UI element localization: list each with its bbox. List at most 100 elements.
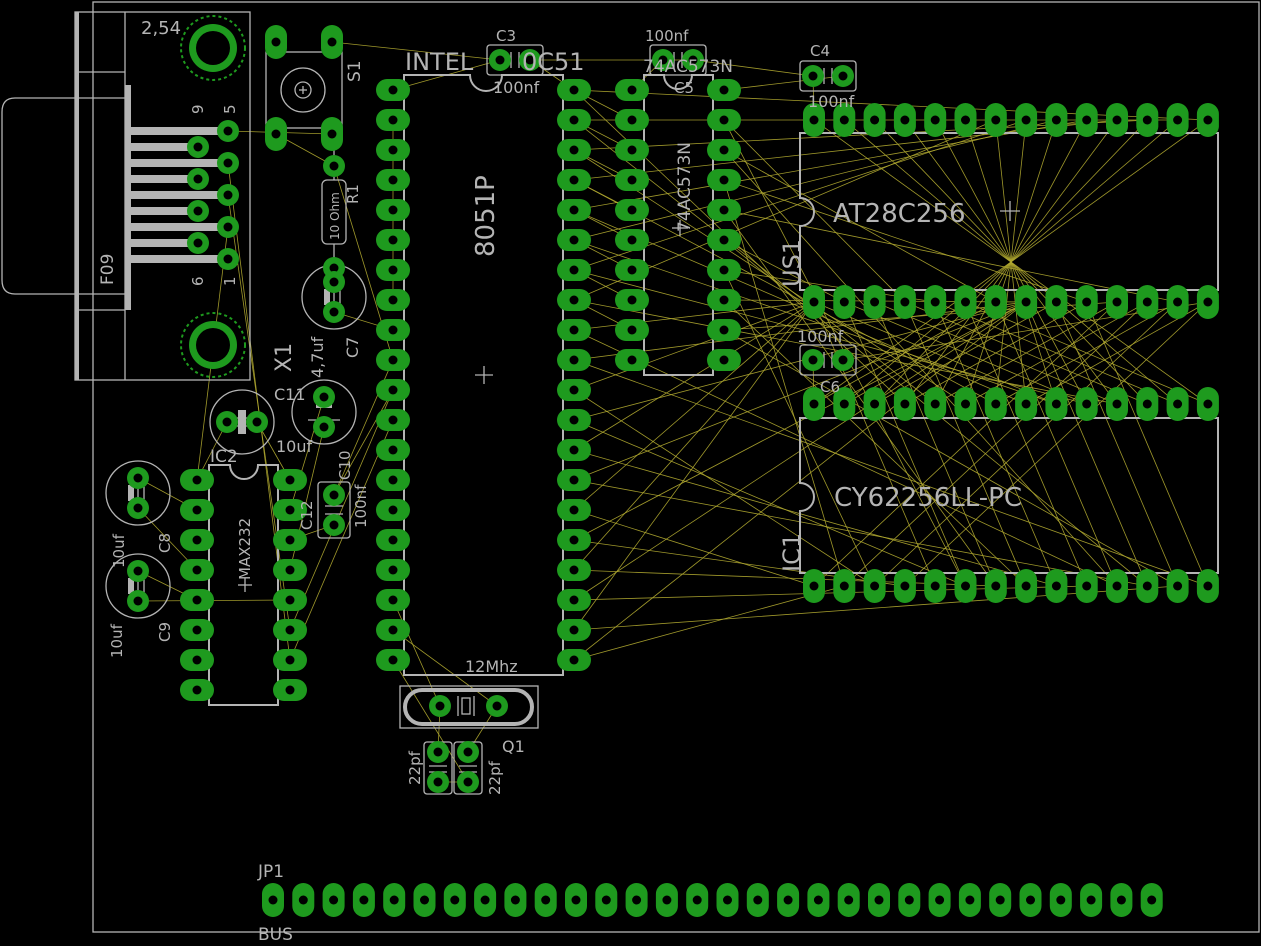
mcu-pin-pad bbox=[376, 139, 410, 161]
header-pin-pad bbox=[807, 883, 830, 917]
label-f09: F09 bbox=[98, 254, 118, 285]
latch-pin-pad bbox=[707, 109, 741, 131]
label-c4-value: 100nf bbox=[808, 92, 855, 111]
eeprom-pin-pad bbox=[1166, 285, 1189, 319]
airwires bbox=[137, 41, 1209, 783]
mcu-pin-pad bbox=[557, 319, 591, 341]
cap-pin-pad bbox=[427, 771, 449, 793]
sram-pin-pad bbox=[1075, 569, 1098, 603]
latch-pin-pad bbox=[707, 259, 741, 281]
label-bus: BUS bbox=[258, 925, 293, 945]
latch-pin-pad bbox=[707, 319, 741, 341]
label-c6: C6 bbox=[820, 378, 840, 396]
label-pin5: 5 bbox=[221, 104, 239, 114]
mcu-pin-pad bbox=[557, 619, 591, 641]
label-intel-tail: 0C51 bbox=[522, 48, 585, 76]
mcu-pin-pad bbox=[376, 229, 410, 251]
eeprom-pin-pad bbox=[1075, 103, 1098, 137]
eeprom-pin-pad bbox=[1045, 103, 1068, 137]
label-r1: R1 bbox=[344, 184, 362, 204]
cap-pin-pad bbox=[127, 497, 149, 519]
header-pin-pad bbox=[595, 883, 618, 917]
header-pin-pad bbox=[474, 883, 497, 917]
eeprom-pin-pad bbox=[803, 103, 825, 137]
header-pin-pad bbox=[352, 883, 375, 917]
sram-pin-pad bbox=[833, 387, 856, 421]
sram-pin-pad bbox=[954, 387, 977, 421]
cap-pin-pad bbox=[457, 771, 479, 793]
max232-pin-pad bbox=[273, 469, 307, 491]
label-c10-value: 100nf bbox=[352, 484, 370, 528]
eeprom-pin-pad bbox=[1015, 285, 1038, 319]
label-x1: X1 bbox=[272, 343, 297, 372]
eeprom-outline bbox=[799, 132, 1219, 291]
label-c5: C5 bbox=[674, 79, 694, 97]
switch-pin-pad bbox=[321, 117, 343, 151]
header-pin-pad bbox=[534, 883, 557, 917]
cap-pin-pad bbox=[323, 514, 345, 536]
header-pin-pad bbox=[383, 883, 406, 917]
latch-pin-pad bbox=[615, 349, 649, 371]
header-pin-pad bbox=[565, 883, 587, 917]
mcu-pin-pad bbox=[376, 109, 410, 131]
label-ic1: IC1 bbox=[778, 533, 806, 572]
max232-pin-pad bbox=[180, 589, 214, 611]
cap-pin-pad bbox=[832, 349, 854, 371]
sram-pin-pad bbox=[1196, 569, 1219, 603]
mcu-pin-pad bbox=[376, 289, 410, 311]
header-pin-pad bbox=[746, 883, 769, 917]
latch-pin-pad bbox=[615, 79, 649, 101]
latch-pin-pad bbox=[615, 169, 649, 191]
db9-pin-pad bbox=[217, 248, 239, 270]
label-cap-right: 22pf bbox=[486, 760, 504, 795]
mcu-pin-pad bbox=[557, 199, 591, 221]
mcu-pin-pad bbox=[376, 559, 410, 581]
eeprom-pin-pad bbox=[893, 285, 916, 319]
latch-pin-pad bbox=[707, 229, 741, 251]
cap-pin-pad bbox=[323, 271, 345, 293]
mcu-pin-pad bbox=[376, 349, 410, 371]
sram-pin-pad bbox=[1075, 387, 1098, 421]
eeprom-pin-pad bbox=[863, 285, 886, 319]
cap-pin-pad bbox=[832, 65, 854, 87]
header-pin-pad bbox=[1140, 883, 1163, 917]
latch-pin-pad bbox=[707, 169, 741, 191]
sram-pin-pad bbox=[1196, 387, 1219, 421]
cap-pin-pad bbox=[489, 49, 511, 71]
label-c4: C4 bbox=[810, 42, 830, 60]
cap-pin-pad bbox=[802, 349, 824, 371]
label-c7: C7 bbox=[343, 337, 362, 358]
label-c10: C10 bbox=[336, 450, 354, 480]
sram-pin-pad bbox=[1106, 569, 1128, 603]
label-jp1: JP1 bbox=[257, 862, 284, 882]
resistor-pin-pad bbox=[323, 155, 345, 177]
label-c3: C3 bbox=[496, 27, 516, 45]
db9-pin-pad bbox=[217, 152, 239, 174]
mcu-pin-pad bbox=[376, 529, 410, 551]
max232-pin-pad bbox=[273, 679, 307, 701]
sram-pin-pad bbox=[984, 569, 1007, 603]
cap-pin-pad bbox=[216, 411, 238, 433]
cap-pin-pad bbox=[652, 49, 674, 71]
label-latch-part: 74AC573N bbox=[675, 142, 695, 232]
db9-pin-pad bbox=[187, 232, 209, 254]
sram-pin-pad bbox=[1015, 569, 1038, 603]
switch-pin-pad bbox=[265, 117, 287, 151]
eeprom-pin-pad bbox=[863, 103, 886, 137]
switch-pin-pad bbox=[265, 25, 287, 59]
eeprom-pin-pad bbox=[924, 285, 947, 319]
sram-pin-pad bbox=[1166, 387, 1189, 421]
label-c8-value: 10uf bbox=[110, 533, 128, 568]
eeprom-pin-pad bbox=[984, 103, 1007, 137]
label-c11: C11 bbox=[274, 385, 306, 404]
max232-pin-pad bbox=[273, 649, 307, 671]
header-pin-pad bbox=[443, 883, 466, 917]
header-pin-pad bbox=[262, 883, 284, 917]
mcu-pin-pad bbox=[376, 619, 410, 641]
label-c3-value: 100nf bbox=[493, 78, 540, 97]
header-pin-pad bbox=[1110, 883, 1133, 917]
header-pin-pad bbox=[322, 883, 345, 917]
eeprom-pin-pad bbox=[924, 103, 947, 137]
cap-pin-pad bbox=[457, 741, 479, 763]
mcu-pin-pad bbox=[557, 499, 591, 521]
